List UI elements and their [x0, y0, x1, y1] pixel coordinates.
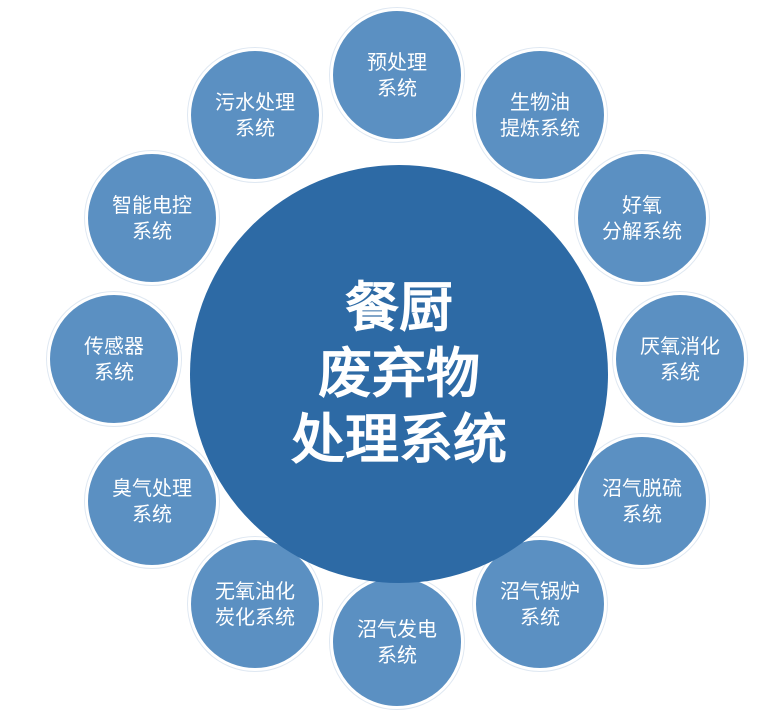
- node-label-line1: 无氧油化: [215, 579, 295, 603]
- node-label-line2: 系统: [622, 502, 662, 526]
- center-hub-food-waste-system: 餐厨 废弃物 处理系统: [190, 165, 608, 583]
- node-label-line2: 提炼系统: [500, 116, 580, 140]
- node-label-line1: 传感器: [84, 334, 144, 358]
- node-intelligent-electrical-control-system: 智能电控 系统: [85, 151, 219, 285]
- node-label-line1: 臭气处理: [112, 476, 192, 500]
- node-label-line1: 沼气脱硫: [602, 476, 682, 500]
- node-label-line1: 污水处理: [215, 90, 295, 114]
- node-label-line2: 炭化系统: [215, 605, 295, 629]
- node-label-line1: 沼气发电: [357, 617, 437, 641]
- node-wastewater-treatment-system: 污水处理 系统: [188, 48, 322, 182]
- node-pretreatment-system: 预处理 系统: [330, 8, 464, 142]
- center-title-line3: 处理系统: [291, 408, 507, 471]
- node-label-line2: 系统: [377, 76, 417, 100]
- node-biogas-boiler-system: 沼气锅炉 系统: [473, 537, 607, 671]
- node-label-line1: 智能电控: [112, 193, 192, 217]
- node-label-line1: 厌氧消化: [640, 334, 720, 358]
- node-biogas-power-system: 沼气发电 系统: [330, 575, 464, 709]
- node-label-line2: 系统: [235, 116, 275, 140]
- node-label-line1: 生物油: [510, 90, 570, 114]
- node-label-line2: 系统: [520, 605, 560, 629]
- node-sensor-system: 传感器 系统: [47, 292, 181, 426]
- node-anaerobic-digestion-system: 厌氧消化 系统: [613, 292, 747, 426]
- node-label-line2: 系统: [132, 219, 172, 243]
- node-biooil-refining-system: 生物油 提炼系统: [473, 48, 607, 182]
- node-oxygen-free-oil-carbonization-system: 无氧油化 炭化系统: [188, 537, 322, 671]
- node-label-line2: 分解系统: [602, 219, 682, 243]
- node-label-line2: 系统: [94, 360, 134, 384]
- node-label-line1: 好氧: [622, 193, 662, 217]
- center-title-line1: 餐厨: [345, 276, 453, 339]
- node-label-line2: 系统: [377, 643, 417, 667]
- node-label-line2: 系统: [660, 360, 700, 384]
- node-odor-treatment-system: 臭气处理 系统: [85, 434, 219, 568]
- node-biogas-desulfurization-system: 沼气脱硫 系统: [575, 434, 709, 568]
- node-label-line1: 沼气锅炉: [500, 579, 580, 603]
- node-label-line1: 预处理: [367, 50, 427, 74]
- node-aerobic-decomposition-system: 好氧 分解系统: [575, 151, 709, 285]
- center-title-line2: 废弃物: [318, 342, 480, 405]
- node-label-line2: 系统: [132, 502, 172, 526]
